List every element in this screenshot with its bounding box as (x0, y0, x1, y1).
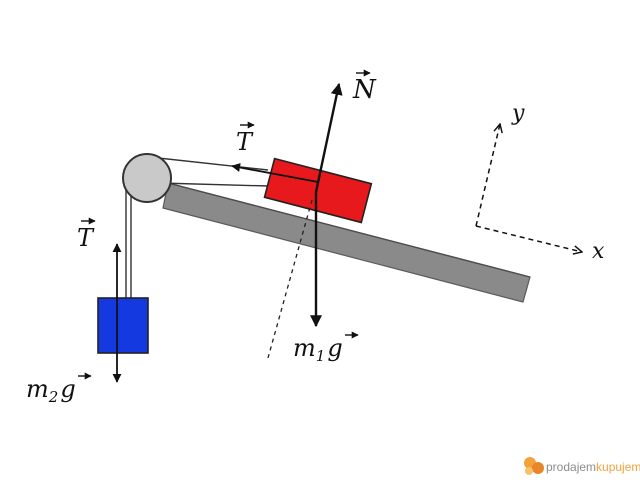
block-m2 (97, 297, 149, 354)
y-axis-arrow (475, 124, 500, 227)
tension-m1-label: T (236, 121, 255, 156)
x-axis-label: x (592, 239, 605, 264)
block-m1 (263, 157, 373, 224)
svg-text:T: T (77, 224, 95, 252)
watermark: prodajemkupujem (524, 457, 640, 475)
svg-text:m2g: m2g (26, 375, 76, 406)
tension-m1-arrow (231, 163, 319, 183)
svg-text:m1g: m1g (293, 334, 343, 365)
perpendicular-dashed-line (267, 199, 313, 359)
normal-force-label: N (352, 69, 377, 105)
x-axis-arrow (475, 225, 582, 252)
normal-force-arrow (314, 82, 343, 193)
svg-text:prodajemkupujem: prodajemkupujem (546, 460, 640, 474)
incline-top-edge (167, 182, 531, 278)
weight-m2-label: m2g (26, 372, 92, 406)
svg-text:N: N (352, 75, 377, 105)
weight-m1-label: m1g (293, 331, 359, 365)
pulley (122, 153, 172, 203)
y-axis-label: y (511, 101, 525, 126)
tension-m2-label: T (77, 217, 96, 252)
incline-plane (162, 182, 531, 303)
rope-to-m1-bottom (159, 182, 269, 187)
coordinate-axes (475, 124, 582, 252)
svg-text:T: T (236, 128, 254, 156)
watermark-logo-icon (524, 457, 544, 475)
